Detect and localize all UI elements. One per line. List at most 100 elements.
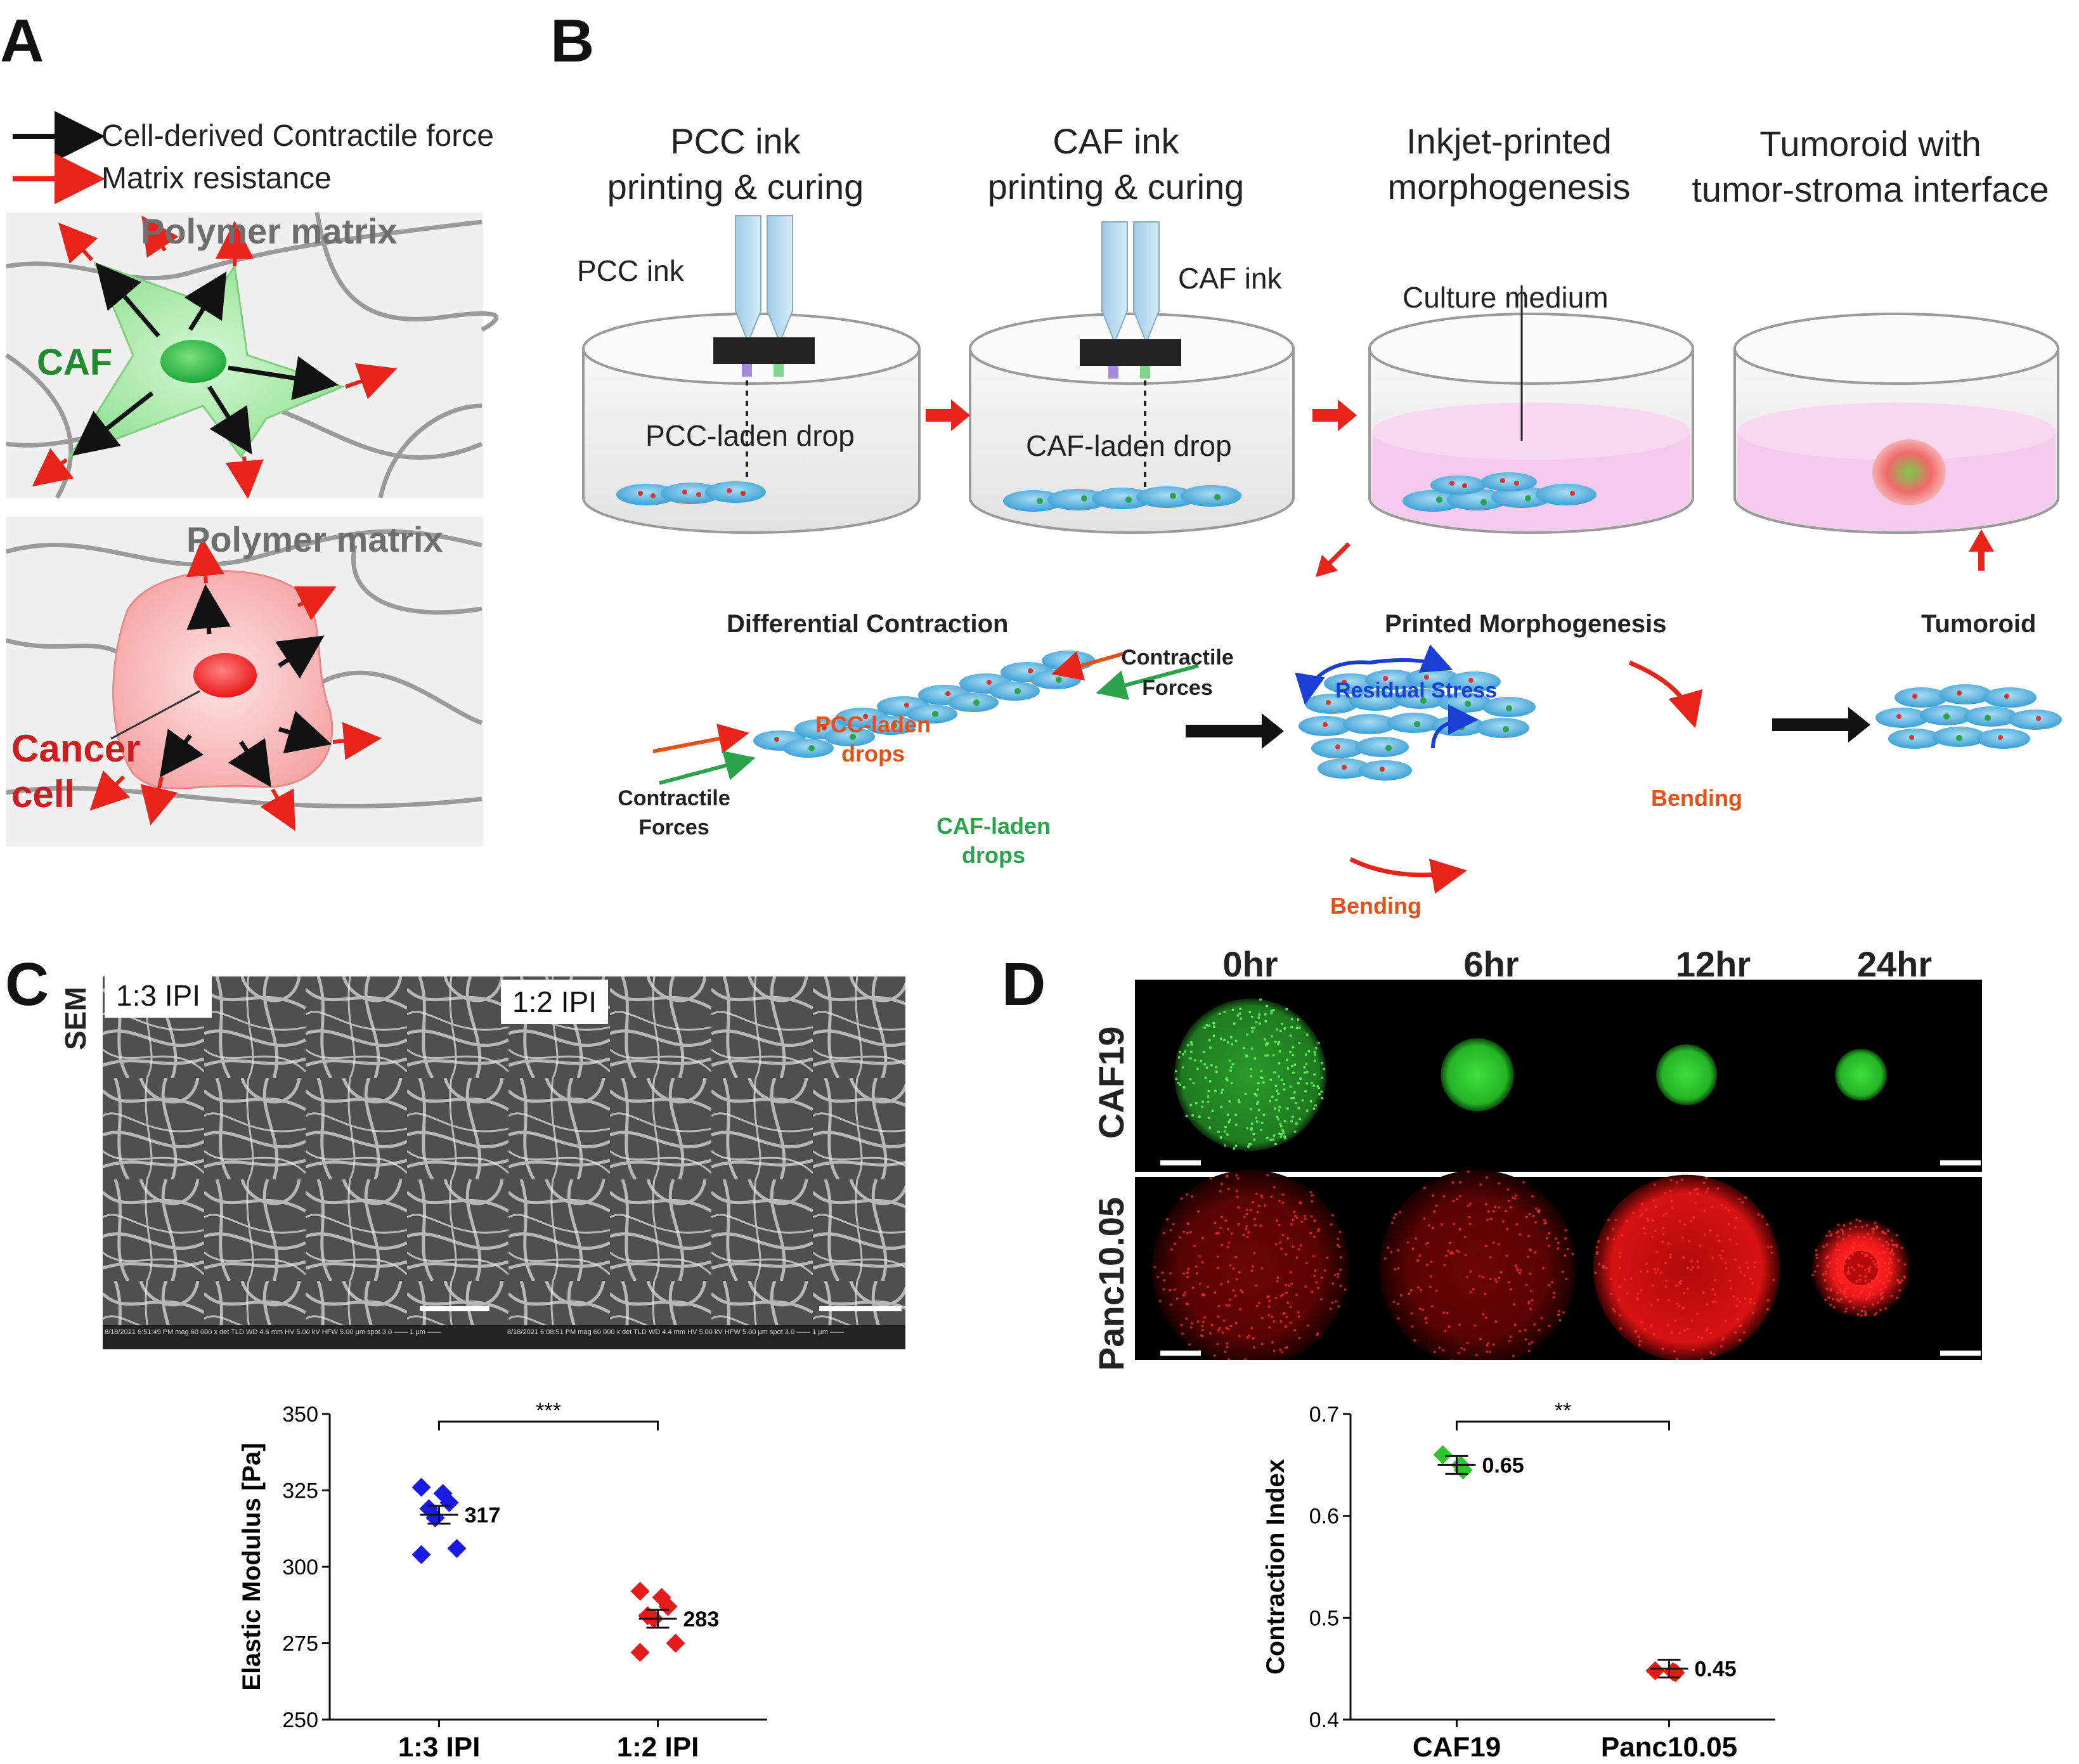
- panc-speckle: [1435, 1204, 1438, 1207]
- panc-speckle: [1881, 1231, 1884, 1234]
- y-axis-label: Contraction Index: [1262, 1459, 1290, 1675]
- panc-speckle: [1473, 1325, 1476, 1327]
- caf-ink-label: CAF ink: [1178, 261, 1282, 295]
- caf-speckle: [1227, 1113, 1229, 1116]
- panc-speckle: [1559, 1319, 1562, 1321]
- panc-speckle: [1186, 1303, 1189, 1306]
- caf-speckle: [1208, 1126, 1211, 1129]
- pcc-ink-label: PCC ink: [577, 254, 684, 288]
- panc-speckle: [1636, 1292, 1639, 1295]
- caf-speckle: [1231, 1009, 1234, 1011]
- panc-speckle: [1605, 1267, 1608, 1269]
- panc-speckle: [1524, 1329, 1527, 1332]
- caf-speckle: [1210, 1064, 1213, 1067]
- caf-speckle: [1318, 1093, 1321, 1096]
- panc-speckle: [1901, 1280, 1903, 1282]
- panc-speckle: [1690, 1319, 1693, 1321]
- caf-speckle: [1314, 1104, 1317, 1106]
- panc-speckle: [1186, 1271, 1189, 1274]
- caf-speckle: [1208, 1117, 1210, 1119]
- mean-value-label: 0.45: [1695, 1657, 1737, 1682]
- panc-speckle: [1825, 1271, 1827, 1273]
- panc-speckle: [1881, 1292, 1884, 1294]
- panc-speckle: [1239, 1308, 1241, 1311]
- panc-speckle: [1246, 1209, 1248, 1211]
- panc-speckle: [1486, 1176, 1488, 1179]
- panc-speckle: [1275, 1297, 1278, 1299]
- panc-speckle: [1330, 1223, 1332, 1226]
- panc-speckle: [1282, 1313, 1285, 1315]
- panc-speckle: [1664, 1192, 1666, 1195]
- panc-speckle: [1543, 1219, 1546, 1222]
- panc-speckle: [1534, 1251, 1536, 1254]
- caf-speckle: [1258, 1109, 1260, 1112]
- panc-speckle: [1532, 1215, 1535, 1217]
- panc-speckle: [1226, 1342, 1229, 1345]
- step-1-line-2: printing & curing: [583, 166, 888, 207]
- caf-speckle: [1270, 1012, 1273, 1015]
- panc-speckle: [1839, 1288, 1841, 1291]
- caf-speckle: [1243, 1047, 1245, 1049]
- panc-speckle: [1419, 1307, 1422, 1310]
- panc-speckle: [1339, 1231, 1342, 1233]
- panc-speckle: [1551, 1281, 1553, 1283]
- panc-speckle: [1479, 1274, 1481, 1277]
- panc-speckle: [1246, 1213, 1248, 1216]
- panc-speckle: [1304, 1285, 1307, 1288]
- caf-speckle: [1246, 1055, 1248, 1058]
- panc-speckle: [1683, 1292, 1685, 1294]
- y-tick-label: 0.7: [1309, 1403, 1339, 1427]
- panc-speckle: [1458, 1352, 1460, 1354]
- panc-speckle: [1278, 1200, 1281, 1202]
- panc-speckle: [1281, 1234, 1284, 1236]
- panc-speckle: [1862, 1243, 1865, 1246]
- caf-speckle: [1312, 1107, 1315, 1110]
- panc-speckle: [1652, 1219, 1654, 1222]
- panc-speckle: [1836, 1271, 1839, 1274]
- step-3-line-1: Inkjet-printed: [1370, 120, 1648, 162]
- panc-speckle: [1868, 1285, 1870, 1288]
- caf-speckle: [1257, 1016, 1260, 1019]
- panc-speckle: [1617, 1299, 1620, 1301]
- panc-speckle: [1843, 1224, 1846, 1227]
- panc-speckle: [1553, 1292, 1555, 1294]
- caf-speckle: [1318, 1042, 1320, 1044]
- caf-speckle: [1274, 1107, 1276, 1110]
- panc-speckle: [1261, 1343, 1264, 1346]
- panc-speckle: [1258, 1205, 1260, 1207]
- panc-speckle: [1876, 1262, 1879, 1264]
- sem-label-1-3: 1:3 IPI: [105, 973, 212, 1018]
- caf-speckle: [1271, 1035, 1273, 1037]
- caf-speckle: [1229, 1069, 1232, 1072]
- panc-speckle: [1316, 1332, 1319, 1335]
- caf-speckle: [1313, 1073, 1316, 1076]
- caf-speckle: [1228, 1100, 1231, 1103]
- caf-speckle: [1215, 1066, 1217, 1068]
- panc-speckle: [1202, 1321, 1205, 1323]
- y-tick-label: 0.5: [1309, 1606, 1339, 1630]
- caf-speckle: [1246, 1127, 1248, 1129]
- panc-speckle: [1538, 1329, 1541, 1332]
- panc-speckle: [1330, 1307, 1332, 1310]
- caf-speckle: [1297, 1018, 1300, 1021]
- caf-speckle: [1292, 1054, 1294, 1056]
- step-3-line-2: morphogenesis: [1370, 166, 1648, 207]
- panc-speckle: [1267, 1314, 1270, 1317]
- panc-speckle: [1453, 1222, 1455, 1225]
- panc-speckle: [1740, 1324, 1742, 1326]
- panc-speckle: [1315, 1281, 1318, 1283]
- panc-speckle: [1434, 1351, 1436, 1353]
- caf-speckle: [1179, 1051, 1181, 1054]
- caf-speckle: [1266, 1136, 1269, 1139]
- panc-speckle: [1290, 1282, 1293, 1285]
- panc-speckle: [1667, 1242, 1669, 1245]
- caf-speckle: [1278, 1050, 1281, 1053]
- caf-speckle: [1205, 1024, 1208, 1027]
- panc-speckle: [1331, 1214, 1334, 1217]
- panc-speckle: [1878, 1238, 1881, 1240]
- panc-speckle: [1411, 1312, 1413, 1314]
- panc-speckle: [1430, 1261, 1432, 1263]
- caf-speckle: [1261, 1122, 1264, 1124]
- caf-speckle: [1201, 1106, 1203, 1108]
- panc-speckle: [1479, 1183, 1482, 1186]
